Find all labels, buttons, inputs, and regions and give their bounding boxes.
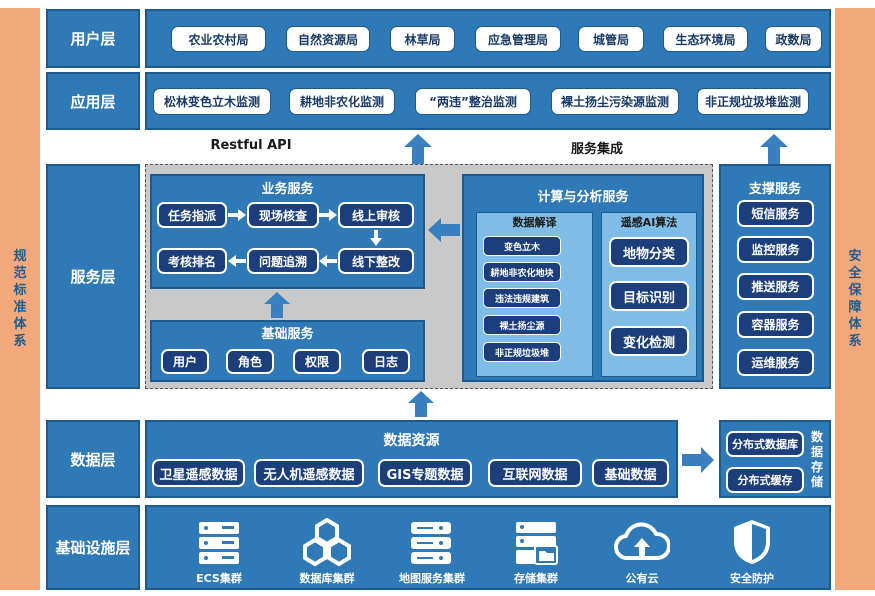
- interp-item: 裸土扬尘源: [483, 315, 561, 335]
- user-item: 农业农村局: [171, 26, 266, 52]
- basic-item: 角色: [226, 349, 274, 374]
- infra-label: 地图服务集群: [399, 572, 465, 585]
- data-resource-item: GIS专题数据: [378, 459, 472, 487]
- infra-label: 数据库集群: [299, 572, 355, 585]
- infra-label: 存储集群: [514, 572, 558, 585]
- data-resource-item: 无人机遥感数据: [254, 459, 364, 487]
- app-item: 耕地非农化监测: [289, 88, 395, 115]
- ai-item: 地物分类: [609, 237, 689, 267]
- ai-algorithm-title: 遥感AI算法: [620, 216, 678, 229]
- business-item: 线下整改: [338, 248, 414, 274]
- business-item: 线上审核: [338, 202, 414, 228]
- infra-label: ECS集群: [196, 572, 242, 585]
- data-resource-item: 基础数据: [592, 459, 669, 487]
- user-item: 林草局: [390, 26, 455, 52]
- ai-item: 目标识别: [609, 281, 689, 311]
- support-item: 容器服务: [737, 311, 814, 338]
- data-resources-title: 数据资源: [383, 433, 440, 449]
- infra-label: 公有云: [625, 572, 659, 585]
- service-layer-label: 服务层: [46, 164, 140, 389]
- data-layer-label: 数据层: [46, 420, 140, 498]
- up-arrow-icon: [264, 292, 290, 318]
- up-arrow-icon: [760, 134, 788, 164]
- app-item: 松林变色立木监测: [153, 88, 271, 115]
- app-item: 非正规垃圾堆监测: [697, 88, 809, 115]
- user-item: 政数局: [765, 26, 822, 52]
- business-item: 考核排名: [157, 248, 227, 274]
- app-item: 裸土扬尘污染源监测: [551, 88, 679, 115]
- interp-item: 违法违规建筑: [483, 288, 561, 308]
- ai-item: 变化检测: [609, 326, 689, 356]
- data-resource-item: 卫星遥感数据: [152, 459, 245, 487]
- right-arrow-icon: [319, 209, 337, 221]
- interp-item: 耕地非农化地块: [483, 262, 561, 282]
- security-system-rail: 安全保障体系: [835, 8, 875, 590]
- database-cluster-icon: [303, 518, 351, 567]
- support-item: 短信服务: [737, 200, 814, 227]
- compute-services-title: 计算与分析服务: [537, 189, 629, 205]
- server-icon: [199, 522, 239, 564]
- right-arrow-icon: [228, 209, 246, 221]
- down-arrow-icon: [370, 230, 382, 246]
- support-item: 运维服务: [737, 349, 814, 376]
- infra-layer-band: [145, 505, 831, 590]
- support-item: 推送服务: [737, 273, 814, 300]
- service-integration-label: 服务集成: [570, 142, 623, 157]
- up-arrow-icon: [404, 134, 432, 164]
- user-item: 应急管理局: [475, 26, 561, 52]
- interp-item: 变色立木: [483, 236, 561, 256]
- infra-layer-label: 基础设施层: [46, 505, 140, 590]
- basic-services-title: 基础服务: [261, 326, 314, 342]
- user-layer-label: 用户层: [46, 9, 140, 68]
- data-resource-item: 互联网数据: [488, 459, 582, 487]
- data-storage-label: 数据存储: [810, 430, 823, 489]
- storage-item: 分布式数据库: [726, 431, 804, 457]
- app-layer-label: 应用层: [46, 72, 140, 130]
- map-server-icon: [411, 522, 451, 564]
- left-arrow-icon: [428, 218, 460, 242]
- storage-item: 分布式缓存: [726, 467, 804, 493]
- app-item: “两违”整治监测: [415, 88, 531, 115]
- business-services-title: 业务服务: [261, 181, 314, 197]
- support-services-title: 支撑服务: [748, 181, 801, 197]
- infra-label: 安全防护: [730, 572, 774, 585]
- storage-cluster-icon: [516, 522, 558, 565]
- interp-item: 非正规垃圾堆: [483, 342, 561, 362]
- user-item: 城管局: [578, 26, 644, 52]
- data-interpretation-title: 数据解译: [512, 216, 557, 229]
- user-item: 自然资源局: [286, 26, 370, 52]
- business-item: 现场核查: [247, 202, 319, 228]
- business-item: 问题追溯: [247, 248, 319, 274]
- basic-item: 用户: [161, 349, 209, 374]
- right-arrow-icon: [682, 447, 714, 473]
- standards-system-rail: 规范标准体系: [0, 8, 40, 590]
- shield-icon: [734, 520, 770, 564]
- business-item: 任务指派: [157, 202, 227, 228]
- left-arrow-icon: [319, 255, 337, 267]
- basic-item: 权限: [293, 349, 341, 374]
- support-item: 监控服务: [737, 236, 814, 263]
- user-item: 生态环境局: [663, 26, 748, 52]
- left-arrow-icon: [228, 255, 246, 267]
- up-arrow-icon: [408, 391, 434, 417]
- restful-api-label: Restful API: [210, 138, 292, 153]
- basic-item: 日志: [362, 349, 410, 374]
- cloud-upload-icon: [614, 522, 670, 561]
